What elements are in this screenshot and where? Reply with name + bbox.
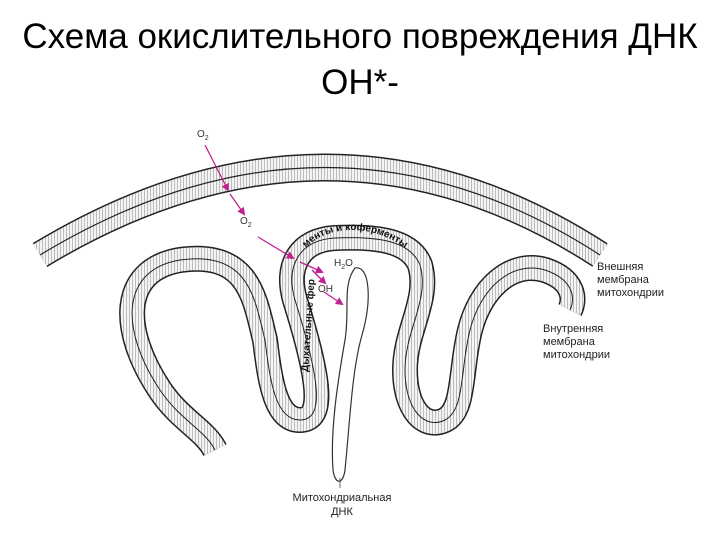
- svg-text:Внутренняя: Внутренняя: [543, 323, 603, 335]
- h2o-label: H2O: [334, 258, 353, 271]
- svg-text:мембрана: мембрана: [597, 274, 650, 286]
- svg-text:Внешняя: Внешняя: [597, 261, 643, 273]
- slide-title: Схема окислительного повреждения ДНК OH*…: [0, 14, 720, 106]
- arrow-o2-in: [229, 193, 246, 216]
- title-line-1: Схема окислительного повреждения ДНК: [22, 17, 698, 56]
- oxygen-pathway-arrows: [204, 144, 344, 306]
- inner-membrane-label: Внутренняя мембрана митохондрии: [543, 323, 610, 361]
- o2-outer-label: O2: [197, 129, 209, 142]
- svg-text:Митохондриальная: Митохондриальная: [293, 492, 392, 504]
- mitochondrial-dna-label: Митохондриальная ДНК: [293, 492, 392, 518]
- o2-inner-label: O2: [240, 216, 252, 229]
- inner-membrane: [119, 224, 586, 457]
- oh-label: OH: [318, 284, 333, 295]
- mitochondrial-dna-strand: [331, 267, 369, 482]
- svg-text:мембрана: мембрана: [543, 336, 596, 348]
- svg-text:митохондрии: митохондрии: [597, 287, 664, 299]
- svg-text:митохондрии: митохондрии: [543, 349, 610, 361]
- outer-membrane-label: Внешняя мембрана митохондрии: [597, 261, 664, 299]
- title-line-2: OH*-: [321, 63, 399, 102]
- arrow-o2-through-outer: [204, 144, 229, 192]
- svg-text:ДНК: ДНК: [331, 506, 353, 518]
- arrow-oh-to-dna: [323, 291, 344, 306]
- outer-membrane: [32, 153, 608, 267]
- arrow-to-oh: [311, 269, 327, 285]
- arrow-o2-to-enzymes: [257, 236, 295, 260]
- arrow-to-h2o: [299, 261, 324, 274]
